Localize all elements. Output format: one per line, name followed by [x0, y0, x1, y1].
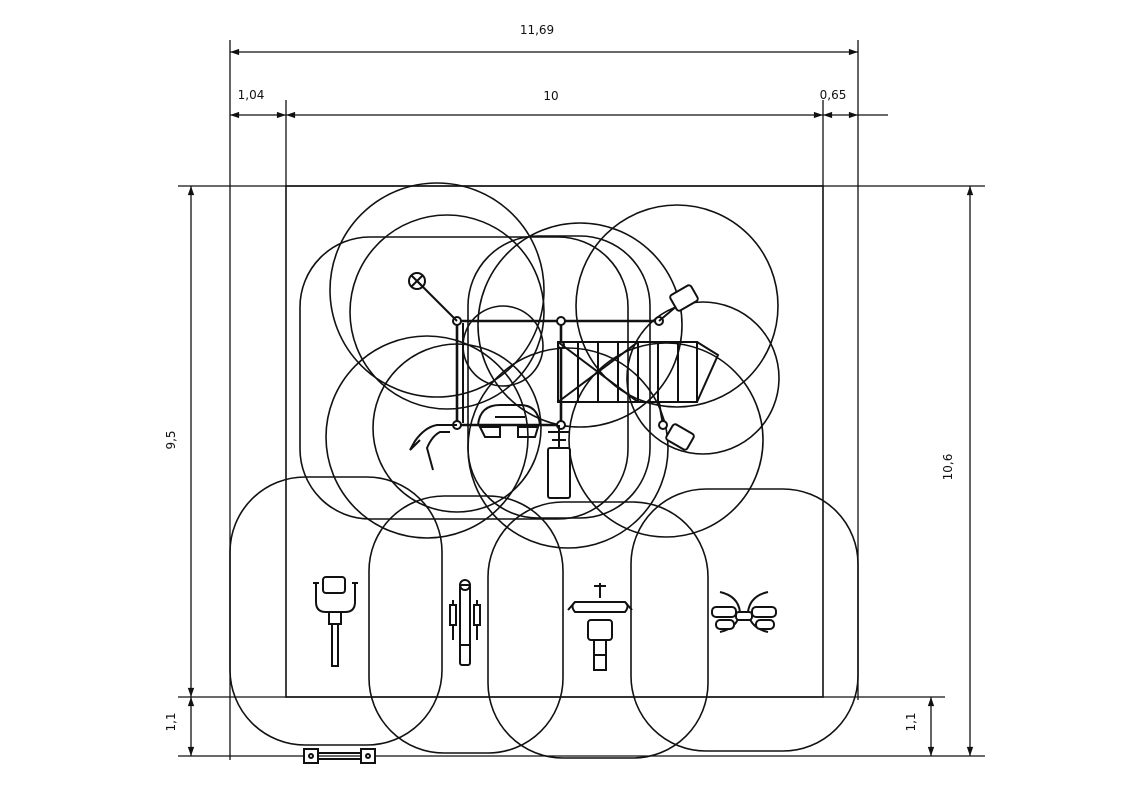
bench-outside: [303, 748, 376, 764]
dim-area-width-label: 10: [543, 89, 558, 103]
safety-zones-upper: [299, 182, 780, 549]
safety-zones-lower: [229, 476, 859, 759]
dimension-lines: [178, 40, 985, 760]
area-boundary: [285, 185, 824, 698]
dim-total-height-label: 10,6: [941, 454, 955, 481]
equipment-twin-pedals: [711, 591, 777, 633]
dim-left-offset-label: 1,04: [238, 88, 265, 102]
equipment-push-station: [313, 576, 358, 667]
dim-right-offset-label: 0,65: [820, 88, 847, 102]
equipment-chest-press: [567, 583, 633, 671]
dim-bottom-right-label: 1,1: [904, 712, 918, 731]
dim-area-height-label: 9,5: [164, 430, 178, 449]
dim-bottom-left-label: 1,1: [164, 712, 178, 731]
equipment-cross-trainer: [449, 579, 481, 666]
central-frame-station: [408, 272, 720, 499]
dim-total-width-label: 11,69: [520, 23, 554, 37]
